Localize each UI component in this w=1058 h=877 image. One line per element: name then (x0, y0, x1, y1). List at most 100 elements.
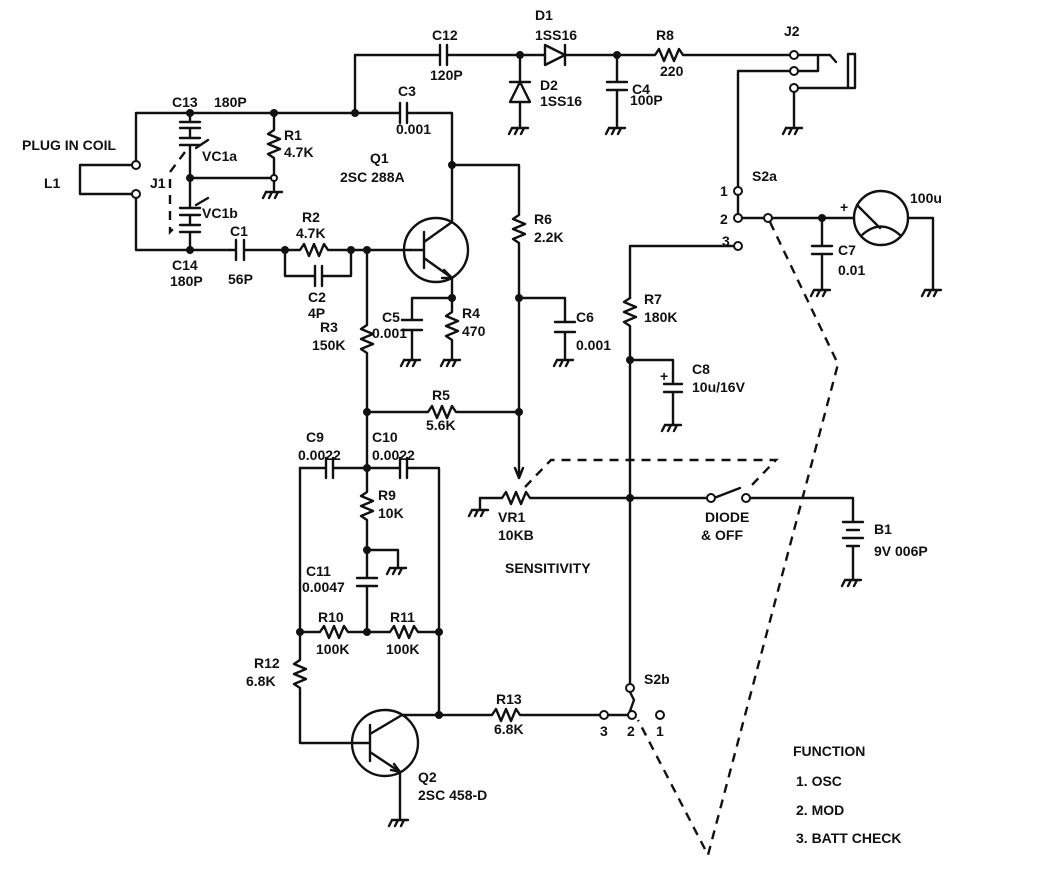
c4-value: 100P (630, 92, 663, 108)
c8-ref: C8 (692, 361, 710, 377)
r9-ref: R9 (378, 487, 396, 503)
ground-icon (840, 578, 863, 588)
ground-icon (552, 358, 575, 368)
legend-title: FUNCTION (793, 743, 865, 759)
capacitor-c1: C1 56P (228, 223, 287, 287)
plug-in-coil-label: PLUG IN COIL (22, 137, 117, 153)
r12-value: 6.8K (246, 673, 276, 689)
c8-value: 10u/16V (692, 379, 746, 395)
c8-polarity: + (660, 368, 668, 384)
d1-value: 1SS16 (535, 27, 577, 43)
c6-ref: C6 (576, 309, 594, 325)
emitter-arrow-icon (389, 762, 402, 774)
detector-section: C12 120P D1 1SS16 D2 1SS16 C4 100P R8 22… (353, 7, 792, 136)
r8-ref: R8 (656, 27, 674, 43)
c7-ref: C7 (838, 242, 856, 258)
d2-value: 1SS16 (540, 93, 582, 109)
resistor-r1: R1 4.7K (261, 109, 314, 200)
c2-value: 4P (308, 305, 325, 321)
r6-value: 2.2K (534, 229, 564, 245)
q2-value: 2SC 458-D (418, 787, 487, 803)
collector-network: R6 2.2K C6 0.001 (450, 163, 611, 414)
ground-icon (399, 358, 422, 368)
vc1b-arrow (194, 196, 210, 207)
c11-value: 0.0047 (302, 579, 345, 595)
c13-vc1a-symbol (178, 111, 202, 180)
diode-d1-symbol (518, 43, 619, 67)
r2-c2-network: R2 4.7K C2 4P (281, 209, 412, 321)
meter-section: + 100u C7 0.01 (809, 189, 943, 298)
ground-icon (439, 358, 462, 368)
gang-link-dashed (168, 151, 186, 235)
b1-ref: B1 (874, 521, 892, 537)
diode-switch-line2: & OFF (701, 527, 743, 543)
r6-ref: R6 (534, 211, 552, 227)
ground-icon (261, 190, 284, 200)
ground-icon (604, 126, 627, 136)
r5-value: 5.6K (426, 417, 456, 433)
c5-ref: C5 (382, 309, 400, 325)
s2a-pos1: 1 (720, 183, 728, 199)
c3-value: 0.001 (396, 121, 431, 137)
r1-value: 4.7K (284, 144, 314, 160)
r1-ref: R1 (284, 127, 302, 143)
legend-item-mod: 2. MOD (796, 802, 844, 818)
r3-value: 150K (312, 337, 345, 353)
r13-ref: R13 (496, 691, 522, 707)
c13-ref: C13 (172, 94, 198, 110)
ground-icon (809, 288, 832, 298)
c5-value: 0.001 (372, 325, 407, 341)
r8-value: 220 (660, 63, 684, 79)
emitter-arrow-icon (440, 268, 454, 280)
r11-ref: R11 (390, 609, 415, 625)
s2a-label: S2a (752, 168, 777, 184)
c9-ref: C9 (306, 429, 324, 445)
supply-filter: R7 180K + C8 10u/16V (622, 291, 746, 692)
wire-bottom-rail (134, 196, 232, 252)
r2-value: 4.7K (296, 225, 326, 241)
sensitivity-label: SENSITIVITY (505, 560, 591, 576)
r7-value: 180K (644, 309, 677, 325)
ganged-switch-link (524, 458, 779, 488)
coil-input: PLUG IN COIL L1 J1 (22, 111, 357, 252)
c1-ref: C1 (230, 223, 248, 239)
c2-ref: C2 (308, 289, 326, 305)
c13-value: 180P (214, 94, 247, 110)
meter-value: 100u (910, 190, 942, 206)
vc1a-arrow (194, 138, 210, 150)
r13-value: 6.8K (494, 721, 524, 737)
battery-b1-symbol (841, 520, 865, 582)
q2-ref: Q2 (418, 769, 437, 785)
s2b-pos2: 2 (627, 723, 635, 739)
r12-ref: R12 (254, 655, 280, 671)
r3-ref: R3 (320, 319, 338, 335)
r10-value: 100K (316, 641, 349, 657)
s2a-pos3: 3 (722, 233, 730, 249)
r11-value: 100K (386, 641, 419, 657)
switch-s2b: S2b 3 2 1 (599, 671, 670, 739)
c9-value: 0.0022 (298, 447, 341, 463)
emitter-network: C5 0.001 R4 470 (372, 294, 486, 368)
ground-icon (387, 818, 410, 828)
function-legend: FUNCTION 1. OSC 2. MOD 3. BATT CHECK (793, 743, 902, 846)
c6-value: 0.001 (576, 337, 611, 353)
meter-polarity: + (840, 199, 848, 215)
r2-ref: R2 (302, 209, 320, 225)
r4-value: 470 (462, 323, 486, 339)
sensitivity-and-power: VR1 10KB SENSITIVITY DIODE & OFF B1 9V 0… (467, 410, 928, 588)
r5-ref: R5 (432, 387, 450, 403)
r4-ref: R4 (462, 305, 480, 321)
r10-ref: R10 (318, 609, 344, 625)
r7-ref: R7 (644, 291, 662, 307)
capacitor-c3: C3 0.001 (351, 83, 456, 169)
j2-label: J2 (784, 23, 800, 39)
resistor-r5: R5 5.6K (363, 387, 523, 433)
coil-l1-label: L1 (44, 175, 61, 191)
diode-d2-symbol (508, 53, 532, 130)
c12-ref: C12 (432, 27, 458, 43)
ground-icon (660, 423, 683, 433)
d1-ref: D1 (535, 7, 553, 23)
coil-l1-symbol (78, 163, 138, 196)
legend-item-osc: 1. OSC (796, 773, 842, 789)
c1-value: 56P (228, 271, 253, 287)
